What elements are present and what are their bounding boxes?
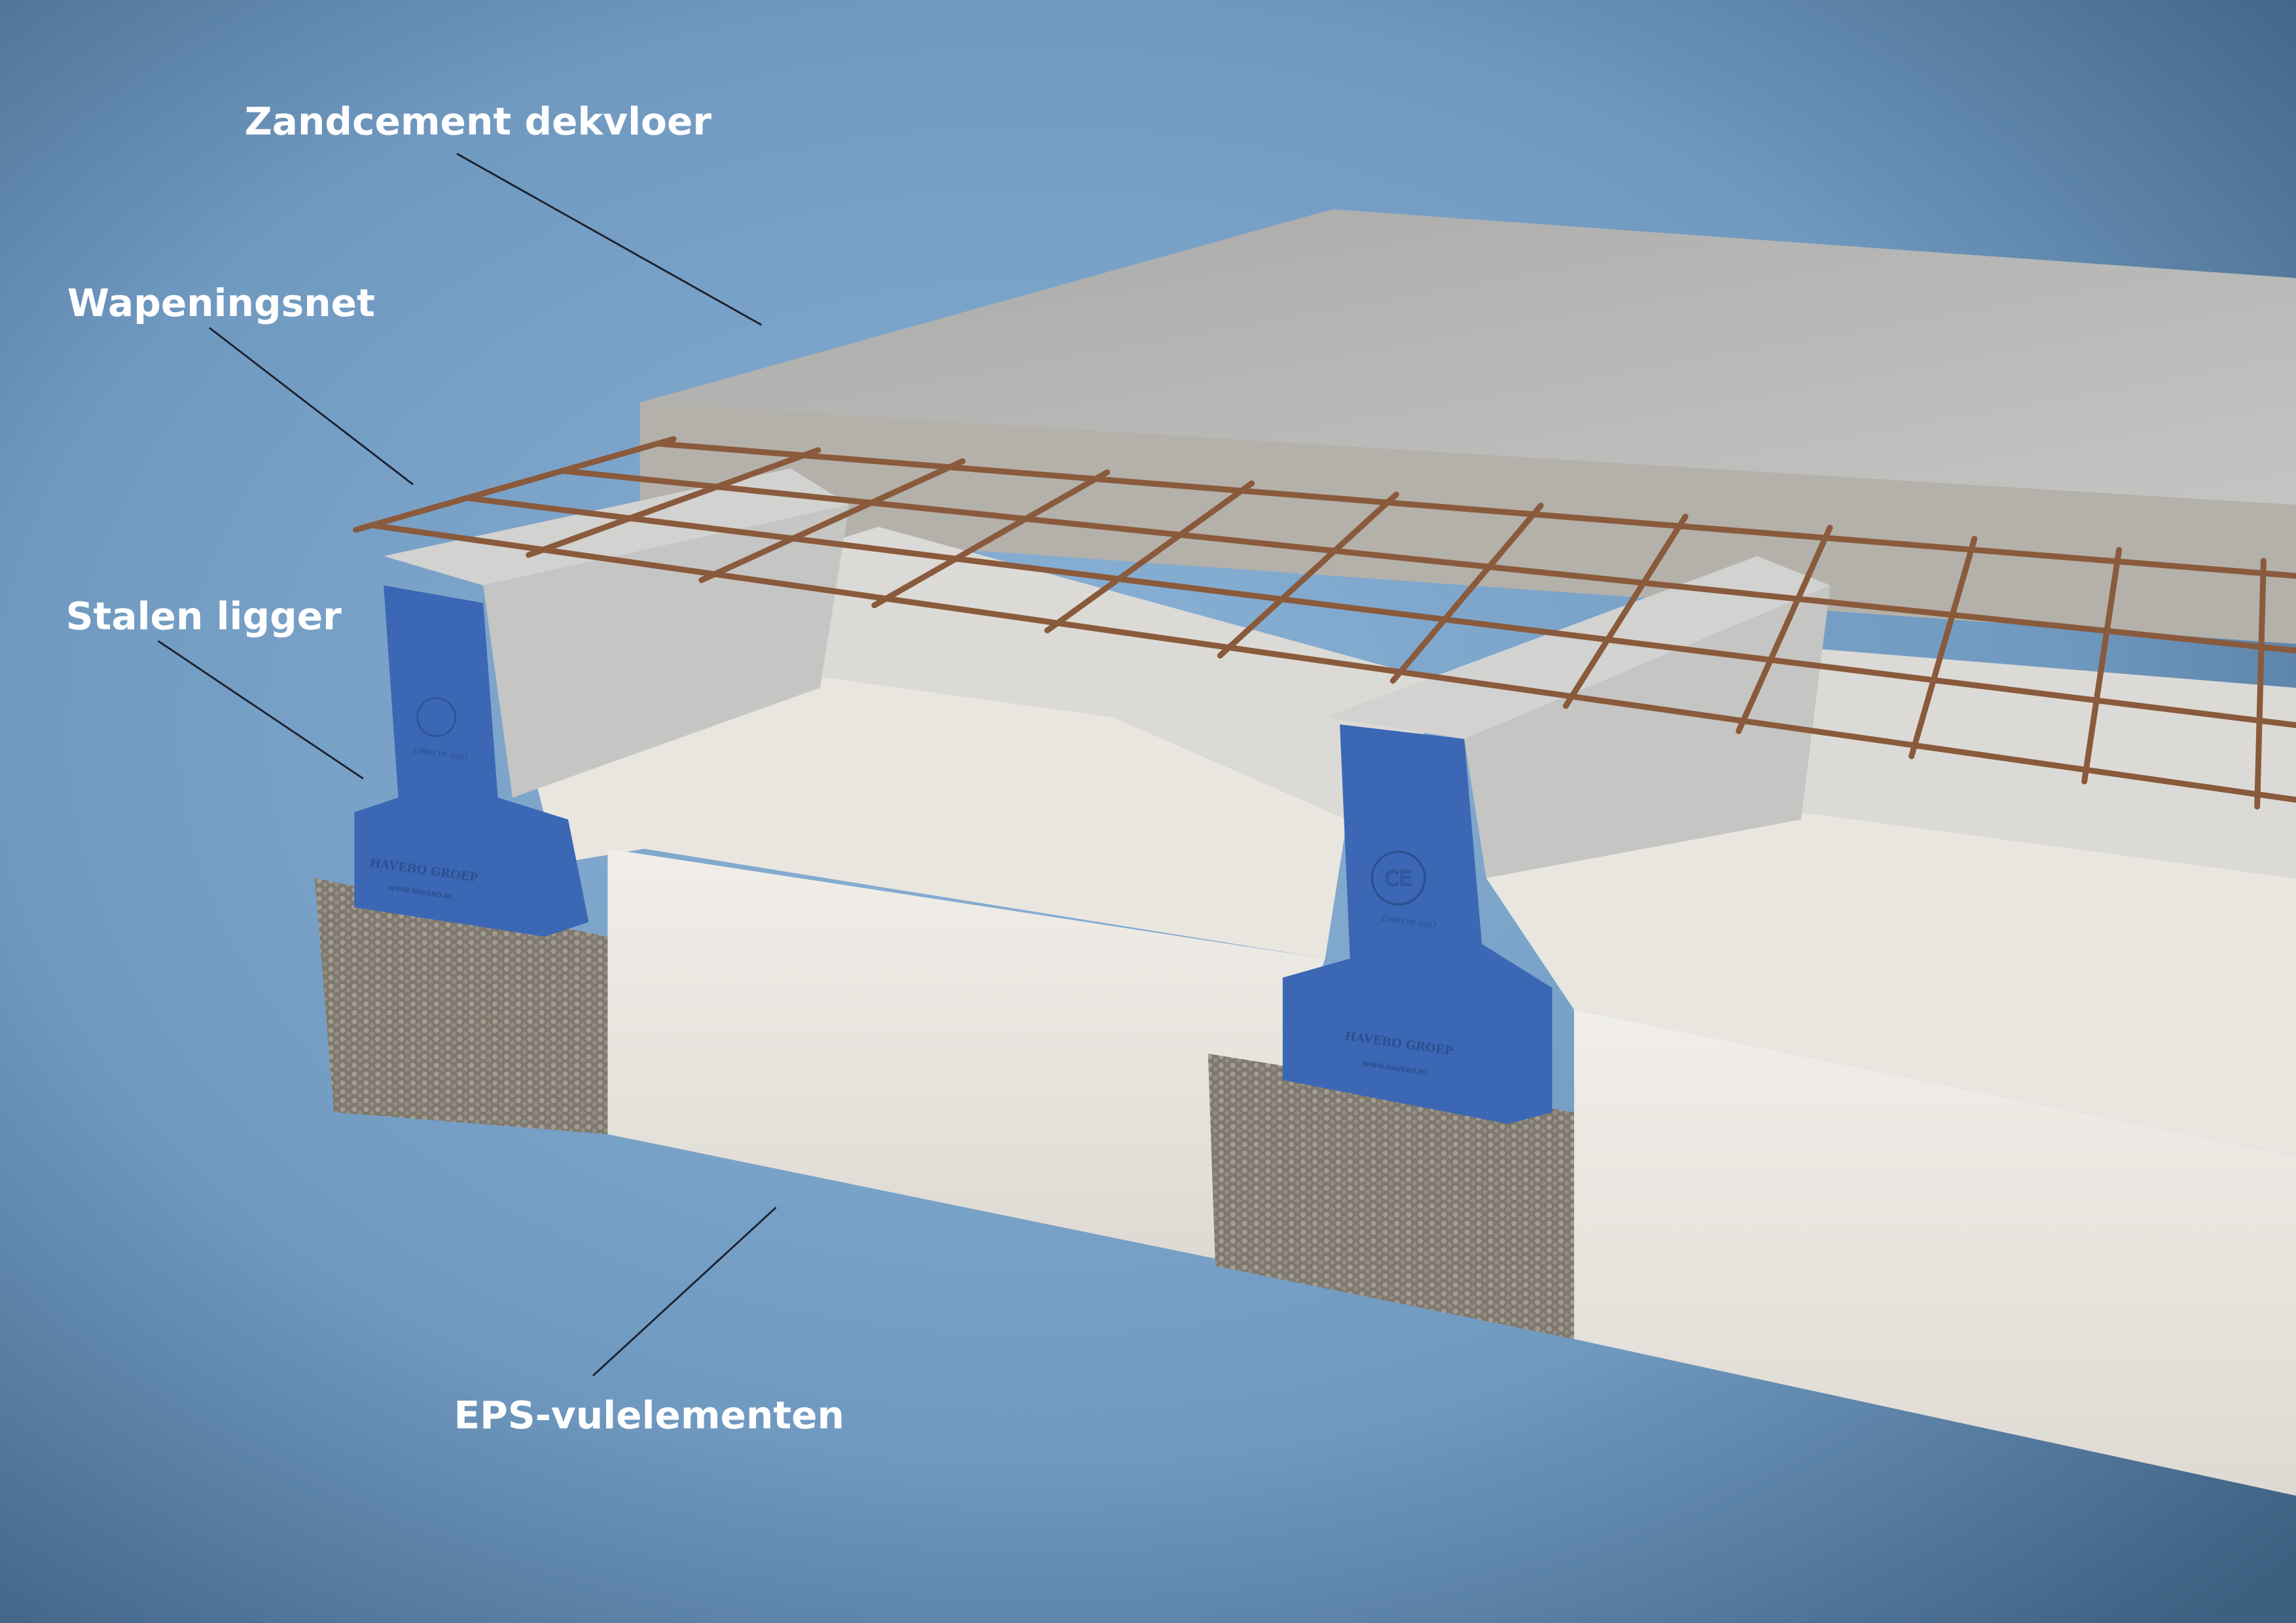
label-eps: EPS-vulelementen [454, 1206, 845, 1438]
leader-line [157, 640, 364, 779]
rebar-longitudinal [559, 467, 2296, 654]
label-beam: Stalen ligger [66, 594, 364, 779]
screed-top [639, 209, 2296, 505]
gravel-support-left [315, 878, 608, 1135]
screed-front-face [639, 402, 2296, 644]
reinforcement-mesh [353, 436, 2296, 810]
beam-blue-profile [354, 585, 589, 937]
rebar-longitudinal [655, 440, 2296, 579]
rebar-transverse [526, 447, 821, 558]
rebar-longitudinal [464, 495, 2296, 728]
label-eps-text: EPS-vulelementen [454, 1393, 845, 1438]
beam-blue-profile [1282, 724, 1552, 1124]
label-beam-text: Stalen ligger [66, 594, 342, 639]
eps-right-front [1574, 1010, 2296, 1496]
leader-line [592, 1206, 777, 1377]
rebar-transverse [1044, 480, 1255, 633]
rebar-longitudinal [368, 522, 2296, 803]
eps-left-top [512, 658, 1348, 959]
rebar-transverse [1217, 491, 1399, 659]
label-mesh: Wapeningsnet [67, 281, 414, 486]
rebar-transverse [2081, 546, 2123, 785]
rebar-transverse [353, 436, 677, 533]
rebar-transverse [1390, 503, 1544, 684]
ce-mark-icon [416, 697, 456, 737]
gravel-support-right [1208, 1054, 1575, 1340]
eps-left-front [607, 849, 1325, 1259]
rebar-transverse [698, 458, 966, 583]
rebar-transverse [1735, 524, 1833, 734]
rebar-transverse [2254, 558, 2267, 810]
eps-right-top [1486, 812, 2296, 1156]
rebar-transverse [871, 469, 1111, 609]
label-screed: Zandcement dekvloer [245, 99, 762, 326]
label-mesh-text: Wapeningsnet [67, 281, 375, 325]
rebar-transverse [1562, 513, 1689, 709]
leader-line [456, 152, 762, 326]
screed-slab [639, 209, 2296, 644]
ce-mark-icon [1371, 850, 1426, 906]
rebar-transverse [1909, 535, 1978, 760]
label-screed-text: Zandcement dekvloer [245, 99, 712, 144]
leader-line [209, 327, 414, 486]
ce-mark-text: CE [1385, 867, 1412, 891]
